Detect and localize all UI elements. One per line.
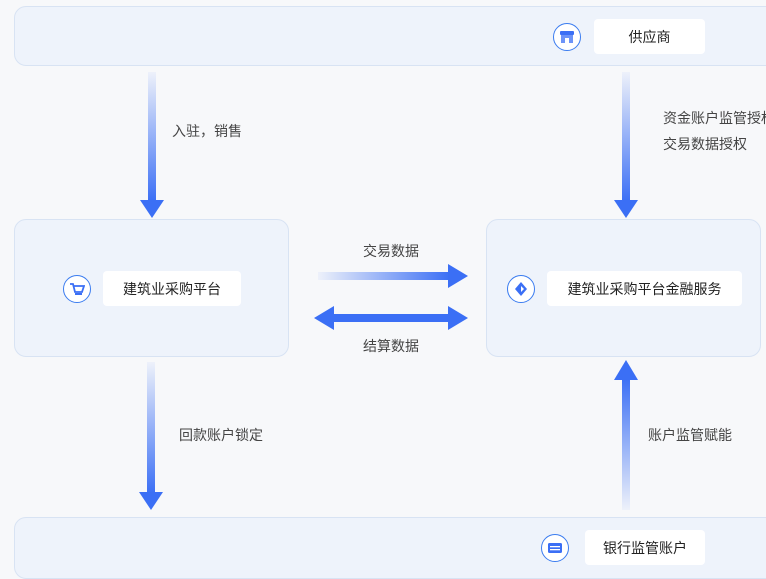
edge-label-supplier-finance-1: 资金账户监管授权: [663, 111, 766, 127]
platform-label: 建筑业采购平台: [103, 271, 241, 306]
edge-label-supplier-finance-2: 交易数据授权: [663, 137, 747, 153]
cart-icon: [63, 275, 91, 303]
edge-label-platform-finance: 交易数据: [363, 244, 419, 260]
edge-label-bank-finance: 账户监管赋能: [648, 428, 732, 444]
arrow-bank-to-finance: [614, 360, 638, 510]
shop-icon: [553, 23, 581, 51]
card-icon: [541, 534, 569, 562]
edge-label-platform-bank: 回款账户锁定: [179, 428, 263, 444]
bank-label: 银行监管账户: [585, 530, 705, 565]
arrow-supplier-to-platform: [140, 72, 164, 218]
edge-label-supplier-platform: 入驻，销售: [172, 124, 242, 140]
arrow-supplier-to-finance: [614, 72, 638, 218]
arrow-bidirectional: [314, 306, 468, 330]
supplier-label: 供应商: [594, 19, 705, 54]
finance-label: 建筑业采购平台金融服务: [547, 271, 742, 306]
finance-icon: [507, 275, 535, 303]
edge-label-finance-platform: 结算数据: [363, 339, 419, 355]
arrow-platform-to-finance: [318, 264, 468, 288]
arrow-platform-to-bank: [139, 362, 163, 510]
